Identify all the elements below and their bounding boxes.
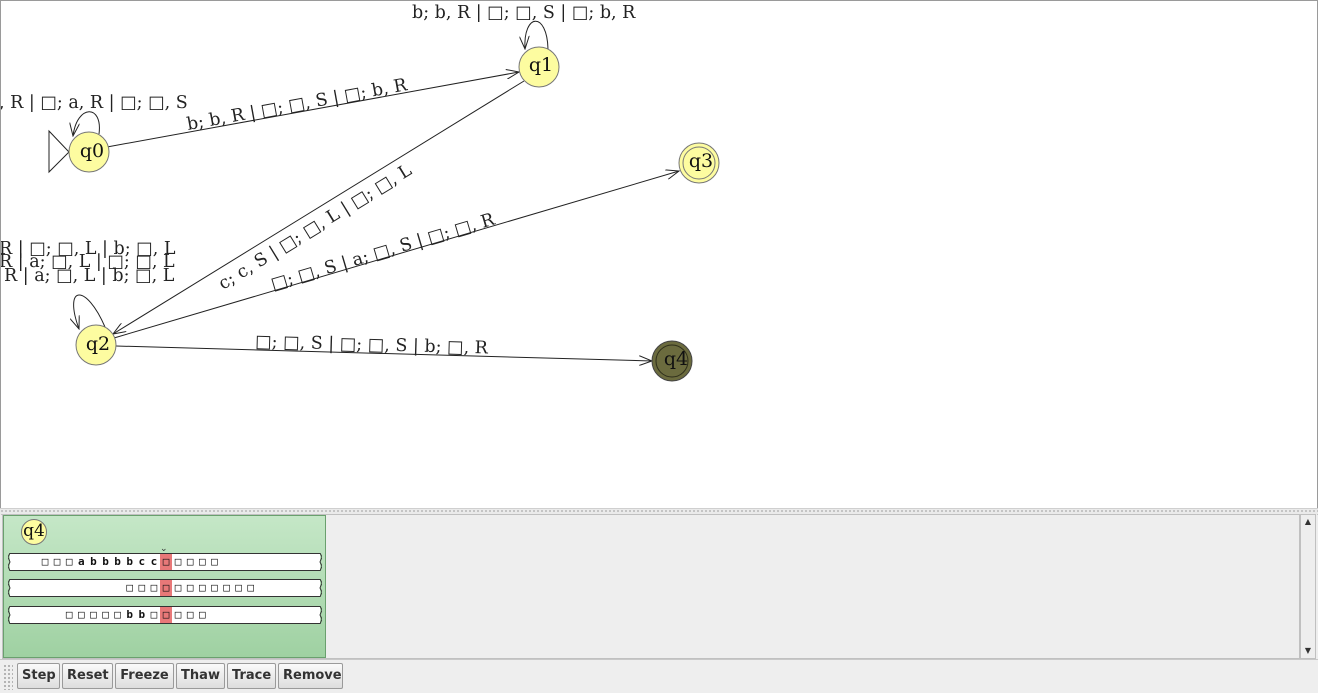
tape-cell: □: [174, 608, 182, 621]
state-q2-label: q2: [86, 333, 110, 355]
tape-cell: □: [186, 608, 194, 621]
scroll-down-icon[interactable]: ▼: [1304, 646, 1312, 655]
tape-head-cell: □: [160, 580, 172, 596]
toolbar-grip-icon[interactable]: [3, 664, 13, 690]
tape-cell: □: [138, 581, 146, 594]
label-q0-loop[interactable]: , R | □; a, R | □; □, S: [1, 93, 188, 113]
tape-cell: b: [126, 555, 133, 568]
state-q4-final-current[interactable]: q4: [651, 340, 693, 382]
tape-cell: □: [174, 555, 182, 568]
state-q3-final[interactable]: q3: [678, 142, 720, 184]
loop-q2[interactable]: [74, 294, 106, 329]
tape-cell: □: [77, 608, 85, 621]
edge-q2-q3[interactable]: [113, 171, 679, 339]
tape-cell: □: [41, 555, 49, 568]
state-q1[interactable]: q1: [518, 46, 560, 88]
tape-cell: □: [247, 581, 254, 594]
tape-2: □□□□□□□□□□□: [8, 579, 322, 597]
tape-cell: □: [198, 555, 206, 568]
loop-q0[interactable]: [73, 111, 100, 136]
start-arrow-icon: [48, 129, 70, 174]
freeze-button[interactable]: Freeze: [115, 663, 174, 689]
label-q0-q1[interactable]: b; b, R | □; □, S | □; b, R: [185, 75, 409, 135]
state-q1-label: q1: [529, 54, 553, 76]
tape-head-icon: ⌄: [160, 544, 168, 554]
remove-button[interactable]: Remove: [278, 663, 343, 689]
tape-cell: □: [211, 581, 218, 594]
label-q2-loop-1[interactable]: R | □; □, L | b; □, L: [1, 239, 176, 259]
tape-cell: □: [223, 581, 230, 594]
state-q3-label: q3: [689, 150, 713, 172]
vertical-scrollbar[interactable]: ▲ ▼: [1300, 514, 1316, 659]
automaton-canvas[interactable]: q0 q1 q2 q3 q4 b; b, R | □; □, S | □; b,…: [0, 0, 1318, 510]
tape-cell: □: [198, 608, 206, 621]
edge-q1-q2[interactable]: [113, 80, 525, 334]
tape-cell: c: [150, 555, 158, 568]
state-diagram[interactable]: q0 q1 q2 q3 q4 b; b, R | □; □, S | □; b,…: [1, 1, 1318, 510]
tape-cell: b: [90, 555, 97, 568]
tape-cell: □: [235, 581, 242, 594]
tape-cell: □: [198, 581, 206, 594]
tape-cell: □: [186, 555, 194, 568]
config-state-badge: q4: [21, 519, 47, 545]
tape-cell: □: [150, 608, 158, 621]
tape-cell: □: [126, 581, 133, 594]
thaw-button[interactable]: Thaw: [176, 663, 225, 689]
tape-cell: □: [102, 608, 109, 621]
scroll-up-icon[interactable]: ▲: [1304, 517, 1312, 526]
trace-button[interactable]: Trace: [227, 663, 276, 689]
state-q4-label: q4: [664, 348, 688, 370]
tape-cell: □: [211, 555, 218, 568]
loop-q1[interactable]: [525, 20, 549, 49]
tape-head-cell: □: [160, 554, 172, 570]
tape-head-cell: □: [160, 607, 172, 623]
label-q2-loop-2[interactable]: R | a; □, L | □; □, L: [1, 252, 175, 272]
tape-cell: b: [102, 555, 109, 568]
split-pane-divider[interactable]: [0, 508, 1318, 515]
reset-button[interactable]: Reset: [62, 663, 113, 689]
step-button[interactable]: Step: [17, 663, 60, 689]
tape-cell: c: [138, 555, 146, 568]
tape-cell: b: [126, 608, 133, 621]
state-q0[interactable]: q0: [68, 131, 110, 173]
tape-cell: □: [150, 581, 158, 594]
edge-q0-q1[interactable]: [106, 72, 519, 148]
label-q2-loop-3[interactable]: R | a; □, L | b; □, L: [4, 266, 175, 286]
tape-cell: □: [174, 581, 182, 594]
edge-q2-q4[interactable]: [115, 345, 652, 361]
tape-cell: □: [90, 608, 97, 621]
tape-cell: b: [114, 555, 121, 568]
tape-cell: □: [53, 555, 61, 568]
tape-cell: □: [65, 555, 73, 568]
state-q0-label: q0: [80, 140, 104, 162]
tape-cell: b: [138, 608, 146, 621]
tape-cell: a: [77, 555, 85, 568]
label-q2-q4[interactable]: □; □, S | □; □, S | b; □, R: [255, 332, 489, 359]
tape-cell: □: [65, 608, 73, 621]
tape-cell: □: [186, 581, 194, 594]
label-q1-loop[interactable]: b; b, R | □; □, S | □; b, R: [412, 3, 636, 23]
state-q2[interactable]: q2: [75, 324, 117, 366]
tape-cell: □: [114, 608, 121, 621]
simulator-toolbar: Step Reset Freeze Thaw Trace Remove: [0, 659, 1318, 693]
